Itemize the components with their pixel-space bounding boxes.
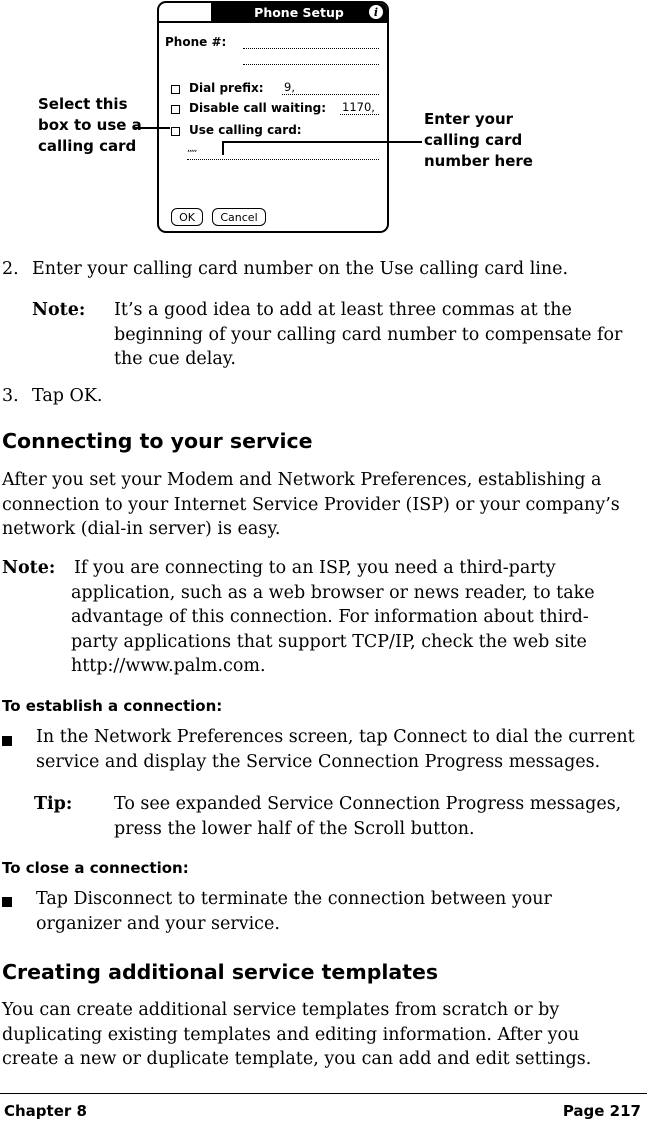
note1-line: beginning of your calling card number to…: [114, 324, 623, 345]
tip-label: Tip:: [34, 794, 73, 814]
phone-setup-screenshot: Phone Setup i Phone #: Dial prefix: 9, D…: [157, 1, 389, 233]
window-title: Phone Setup: [211, 3, 387, 22]
tip-line: To see expanded Service Connection Progr…: [114, 794, 622, 814]
bullet-line: organizer and your service.: [36, 913, 280, 934]
callout-enter-number-line3: number here: [424, 152, 533, 170]
callout-leader-right-drop: [222, 141, 224, 155]
callout-select-box-line3: calling card: [38, 137, 137, 155]
disable-call-waiting-field[interactable]: [340, 114, 379, 115]
footer-page-number: Page 217: [562, 1102, 641, 1120]
disable-call-waiting-value: 1170,: [342, 100, 375, 114]
callout-select-box-line1: Select this: [38, 95, 128, 113]
dial-prefix-label: Dial prefix:: [189, 81, 264, 95]
callout-leader-left: [134, 127, 170, 129]
ok-button[interactable]: OK: [171, 208, 203, 226]
dial-prefix-value: 9,: [284, 80, 295, 94]
section-heading-creating: Creating additional service templates: [2, 960, 439, 984]
note2-line: party applications that support TCP/IP, …: [71, 631, 587, 652]
phone-number-field[interactable]: [243, 48, 379, 49]
title-underline: [159, 21, 387, 23]
paragraph-line: After you set your Modem and Network Pre…: [2, 470, 602, 490]
step-3-text: Tap OK.: [32, 386, 103, 406]
footer-rule: [0, 1093, 647, 1094]
paragraph-line: network (dial-in server) is easy.: [2, 519, 281, 539]
bullet-line: In the Network Preferences screen, tap C…: [36, 727, 635, 747]
note2-label: Note:: [2, 558, 56, 578]
paragraph-line: You can create additional service templa…: [2, 1000, 560, 1020]
paragraph-line: duplicating existing templates and editi…: [2, 1024, 580, 1045]
note2-line: advantage of this connection. For inform…: [71, 607, 589, 627]
step-3-number: 3.: [2, 386, 19, 406]
use-calling-card-label: Use calling card:: [189, 123, 302, 137]
phone-number-field-line2[interactable]: [243, 64, 379, 65]
disable-call-waiting-checkbox[interactable]: [171, 105, 180, 114]
bullet-marker: [2, 897, 12, 907]
callout-enter-number: Enter your calling card number here: [424, 109, 533, 172]
note2-line: http://www.palm.com.: [71, 656, 266, 676]
dial-prefix-field[interactable]: [282, 94, 379, 95]
callout-enter-number-line1: Enter your: [424, 110, 514, 128]
note2-text: application, such as a web browser or ne…: [71, 581, 595, 679]
phone-number-label: Phone #:: [165, 35, 227, 49]
paragraph-line: connection to your Internet Service Prov…: [2, 494, 620, 515]
close-bullet-text: Tap Disconnect to terminate the connecti…: [36, 887, 552, 936]
dial-prefix-checkbox[interactable]: [171, 85, 180, 94]
info-icon[interactable]: i: [369, 5, 383, 19]
paragraph-line: create a new or duplicate template, you …: [2, 1049, 592, 1069]
callout-enter-number-line2: calling card: [424, 131, 523, 149]
step-2-text: Enter your calling card number on the Us…: [32, 259, 569, 279]
note1-line: It’s a good idea to add at least three c…: [114, 300, 572, 320]
cancel-button[interactable]: Cancel: [212, 208, 266, 226]
tip-line: press the lower half of the Scroll butto…: [114, 818, 475, 839]
bullet-marker: [2, 736, 12, 746]
calling-card-field[interactable]: [187, 159, 379, 160]
callout-leader-right: [222, 141, 422, 143]
bullet-line: service and display the Service Connecti…: [36, 751, 601, 772]
calling-card-value: ,,,,,: [187, 144, 197, 154]
step-2-number: 2.: [2, 259, 19, 279]
establish-bullet-text: In the Network Preferences screen, tap C…: [36, 725, 635, 774]
bullet-line: Tap Disconnect to terminate the connecti…: [36, 889, 552, 909]
note2-first-line: If you are connecting to an ISP, you nee…: [74, 558, 556, 578]
callout-select-box-line2: box to use a: [38, 116, 142, 134]
connecting-paragraph: After you set your Modem and Network Pre…: [2, 468, 620, 542]
note1-text: It’s a good idea to add at least three c…: [114, 298, 622, 372]
disable-call-waiting-label: Disable call waiting:: [189, 101, 327, 115]
procedure-heading-close: To close a connection:: [2, 859, 189, 877]
note2-line: application, such as a web browser or ne…: [71, 582, 595, 603]
footer-chapter: Chapter 8: [4, 1102, 87, 1120]
note1-line: the cue delay.: [114, 349, 236, 369]
note1-label: Note:: [32, 300, 86, 320]
procedure-heading-establish: To establish a connection:: [2, 697, 223, 715]
callout-select-box: Select this box to use a calling card: [38, 94, 142, 157]
creating-paragraph: You can create additional service templa…: [2, 998, 591, 1072]
section-heading-connecting: Connecting to your service: [2, 429, 313, 453]
tip-text: To see expanded Service Connection Progr…: [114, 792, 621, 841]
use-calling-card-checkbox[interactable]: [171, 127, 180, 136]
